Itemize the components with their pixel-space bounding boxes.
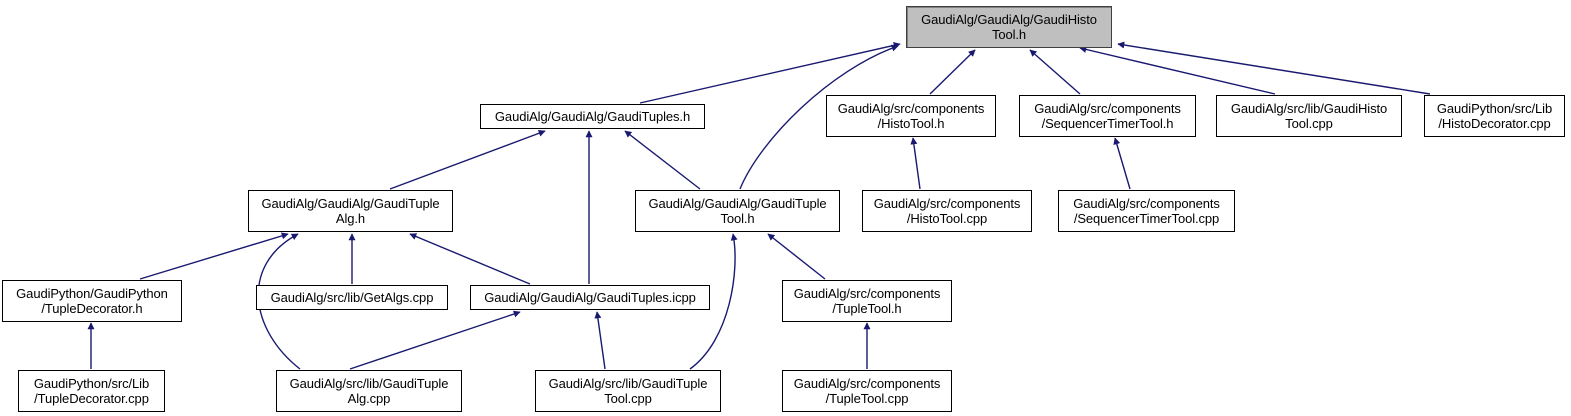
graph-node-getalgs-cpp[interactable]: GaudiAlg/src/lib/GetAlgs.cpp xyxy=(256,285,448,310)
graph-edge xyxy=(910,137,921,190)
graph-edge xyxy=(349,310,521,370)
graph-node-tupledecorator-cpp[interactable]: GaudiPython/src/Lib /TupleDecorator.cpp xyxy=(18,370,165,412)
graph-node-gaudihistotool-cpp[interactable]: GaudiAlg/src/lib/GaudiHisto Tool.cpp xyxy=(1216,95,1402,137)
graph-node-sequencertimertool-cpp[interactable]: GaudiAlg/src/components /SequencerTimerT… xyxy=(1058,190,1235,232)
graph-edge xyxy=(139,232,289,280)
graph-node-gauditupletool-h[interactable]: GaudiAlg/GaudiAlg/GaudiTuple Tool.h xyxy=(635,190,840,232)
graph-edge xyxy=(1029,49,1081,95)
graph-edge xyxy=(389,129,546,190)
graph-node-gaudituples-h[interactable]: GaudiAlg/GaudiAlg/GaudiTuples.h xyxy=(480,104,705,129)
graph-edge xyxy=(929,49,976,95)
graph-edge xyxy=(594,311,606,370)
graph-node-histotool-h[interactable]: GaudiAlg/src/components /HistoTool.h xyxy=(826,95,996,137)
graph-node-gauditupleAlg-cpp[interactable]: GaudiAlg/src/lib/GaudiTuple Alg.cpp xyxy=(276,370,462,412)
graph-edge xyxy=(624,130,701,190)
graph-node-tupletool-cpp[interactable]: GaudiAlg/src/components /TupleTool.cpp xyxy=(782,370,952,412)
graph-node-gauditupleAlg-h[interactable]: GaudiAlg/GaudiAlg/GaudiTuple Alg.h xyxy=(248,190,453,232)
graph-node-tupletool-h[interactable]: GaudiAlg/src/components /TupleTool.h xyxy=(782,280,952,322)
graph-edge xyxy=(1113,137,1131,190)
graph-edge xyxy=(1117,41,1431,95)
graph-node-tupledecorator-h[interactable]: GaudiPython/GaudiPython /TupleDecorator.… xyxy=(2,280,182,322)
graph-node-histodecorator-cpp[interactable]: GaudiPython/src/Lib /HistoDecorator.cpp xyxy=(1424,95,1565,137)
graph-edge xyxy=(767,233,826,280)
graph-node-gaudihistotool-h[interactable]: GaudiAlg/GaudiAlg/GaudiHisto Tool.h xyxy=(906,6,1112,48)
graph-node-gauditupletool-cpp[interactable]: GaudiAlg/src/lib/GaudiTuple Tool.cpp xyxy=(535,370,721,412)
graph-node-gaudituples-icpp[interactable]: GaudiAlg/GaudiAlg/GaudiTuples.icpp xyxy=(470,285,710,310)
graph-edge xyxy=(1079,46,1276,95)
graph-edge xyxy=(409,233,531,285)
graph-node-sequencertimertool-h[interactable]: GaudiAlg/src/components /SequencerTimerT… xyxy=(1019,95,1196,137)
graph-node-histotool-cpp[interactable]: GaudiAlg/src/components /HistoTool.cpp xyxy=(862,190,1032,232)
